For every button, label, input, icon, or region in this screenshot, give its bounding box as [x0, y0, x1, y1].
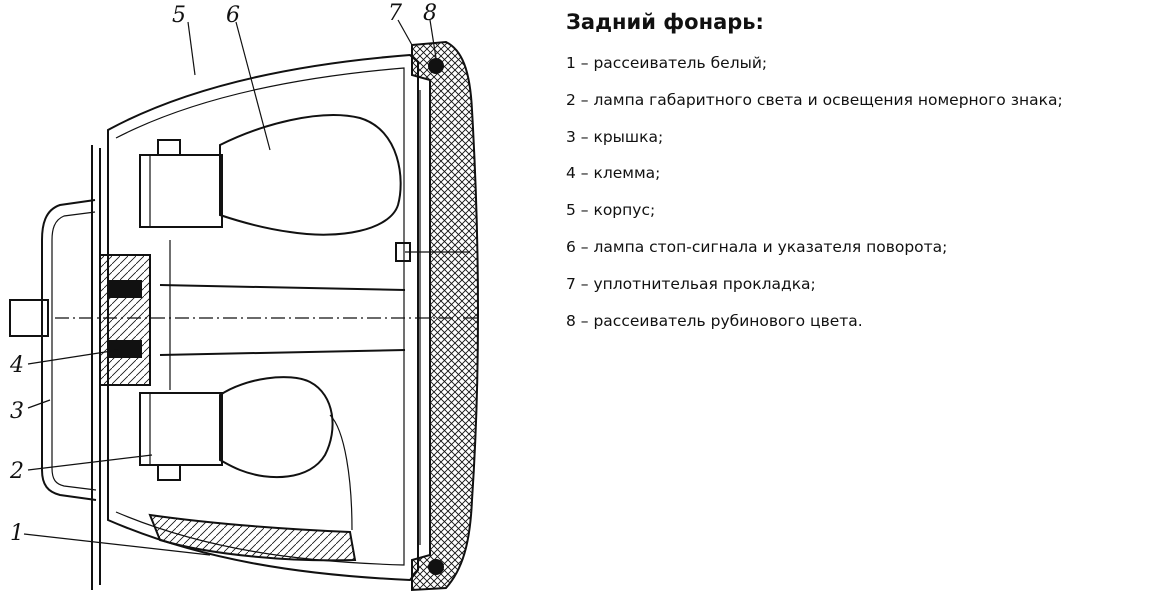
- legend-item: 7 – уплотнительая прокладка;: [566, 274, 816, 293]
- terminal-block: [99, 254, 151, 386]
- legend-item: 8 – рассеиватель рубинового цвета.: [566, 311, 863, 330]
- parking-lamp-base: [139, 392, 223, 466]
- ruby-lens: [411, 40, 479, 592]
- stop-lamp-base: [139, 154, 223, 228]
- sealing-gasket-top: [428, 58, 444, 74]
- legend-list: 1 – рассеиватель белый; 2 – лампа габари…: [566, 53, 1146, 331]
- tail-light-diagram: 5 6 7 8 4 3 2 1: [9, 1, 480, 592]
- callout-7: 7: [388, 1, 402, 26]
- callout-2: 2: [9, 459, 24, 484]
- legend-item: 5 – корпус;: [566, 201, 656, 220]
- terminal-shaft: [9, 299, 49, 337]
- back-cover: [41, 199, 97, 501]
- legend-item: 2 – лампа габаритного света и освещения …: [566, 90, 1063, 109]
- callout-6: 6: [226, 3, 240, 28]
- white-lens: [148, 513, 357, 562]
- legend-item: 6 – лампа стоп-сигнала и указателя повор…: [566, 237, 948, 256]
- callout-1: 1: [10, 521, 24, 546]
- callout-5: 5: [172, 3, 186, 28]
- legend-item: 4 – клемма;: [566, 164, 661, 183]
- sealing-gasket-bottom: [428, 559, 444, 575]
- legend-title: Задний фонарь:: [566, 10, 764, 34]
- housing-inner-wall: [115, 67, 405, 566]
- callout-8: 8: [423, 1, 437, 26]
- callout-4: 4: [9, 353, 24, 378]
- callout-3: 3: [10, 399, 24, 424]
- parking-lamp-bulb: [219, 376, 334, 479]
- legend-panel: Задний фонарь: 1 – рассеиватель белый; 2…: [566, 10, 1146, 347]
- legend-item: 1 – рассеиватель белый;: [566, 54, 768, 72]
- stop-lamp-bulb: [219, 114, 402, 236]
- legend-item: 3 – крышка;: [566, 127, 664, 146]
